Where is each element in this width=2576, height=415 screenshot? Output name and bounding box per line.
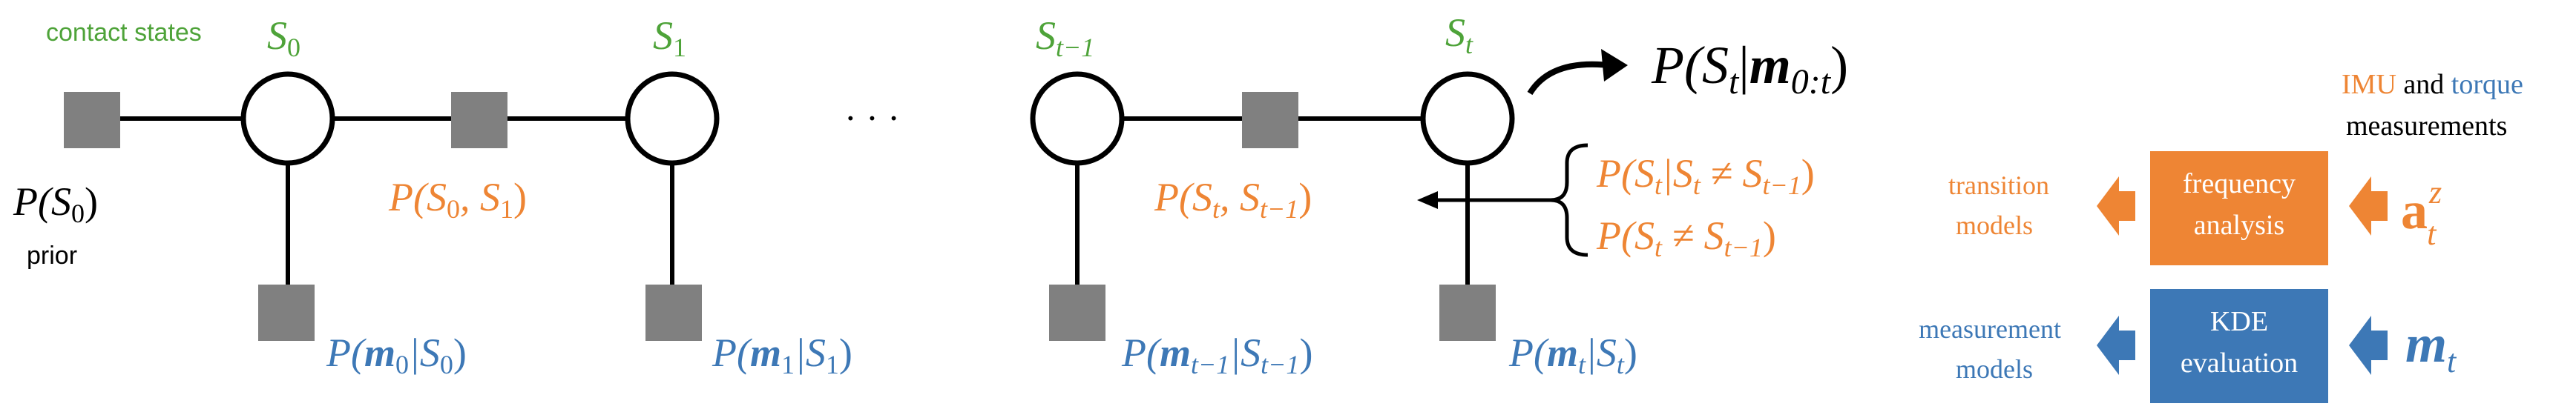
pipeline-header-line2: measurements [2346,110,2507,142]
frequency-analysis-box [2150,151,2328,265]
measurement-symbol: mt [2405,314,2457,379]
measurement-factor-t [1439,285,1496,341]
prior-factor [64,92,120,148]
state-node-s0 [240,71,335,166]
measurement-label-0: P(m0|S0) [326,331,467,379]
state-node-s1 [625,71,720,166]
measurement-input-arrow [2349,316,2388,375]
posterior-arrowhead [1601,49,1628,82]
contact-states-label: contact states [46,19,202,47]
measurement-factor-1 [645,285,702,341]
posterior-label: P(St|m0:t) [1651,36,1848,102]
transition-factor-st1-st [1242,92,1298,148]
imu-input-arrow [2349,176,2388,236]
transition-model-2: P(St ≠ St−1) [1596,213,1776,262]
kde-label-1: KDE [2210,306,2268,337]
pipeline-header-line1: IMU and torque [2342,69,2523,100]
measurement-label-1: P(m1|S1) [712,331,852,379]
prior-word: prior [27,242,77,270]
st-label: St [1445,10,1473,59]
measurement-models-arrow [2097,316,2135,375]
s1-label: S1 [653,13,686,62]
kde-label-2: evaluation [2181,348,2298,379]
transition-models-label-1: transition [1948,170,2049,200]
state-node-st1 [1030,71,1125,166]
transition-models-arrow [2097,176,2135,236]
st1-label: St−1 [1036,13,1094,62]
frequency-analysis-label-2: analysis [2194,210,2284,241]
measurement-factor-0 [258,285,315,341]
measurement-label-t1: P(mt−1|St−1) [1121,331,1312,379]
state-node-st [1420,71,1515,166]
transition-models-label-2: models [1956,210,2033,240]
measurement-factor-t1 [1049,285,1105,341]
measurement-models-label-1: measurement [1919,314,2061,344]
s0-label: S0 [267,13,300,62]
ellipsis: · · · [844,97,900,139]
kde-evaluation-box [2150,289,2328,403]
frequency-analysis-label-1: frequency [2183,168,2296,199]
measurement-models-label-2: models [1956,354,2033,384]
posterior-arrow [1527,61,1609,96]
transition-factor-s0-s1 [451,92,507,148]
transition-arrowhead [1417,191,1438,209]
prior-expression: P(S0) [13,179,98,228]
transition-label-s0-s1: P(S0, S1) [388,175,527,224]
measurement-label-t: P(mt|St) [1508,331,1637,379]
transition-label-st-st1: P(St, St−1) [1154,175,1312,224]
transition-model-1: P(St|St ≠ St−1) [1596,151,1815,200]
transition-brace [1550,143,1588,257]
